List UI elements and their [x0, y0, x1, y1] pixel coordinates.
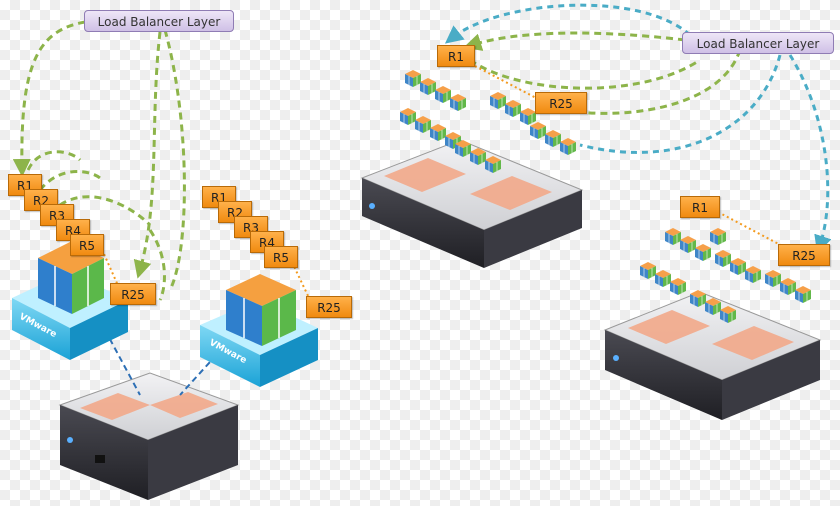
- tag-b-r5: R5: [264, 246, 298, 268]
- lb-routes-right-blue: [444, 3, 832, 254]
- dotted-links-right: [474, 65, 791, 251]
- lb-routes-right-green: [463, 31, 742, 115]
- tag-d-r1: R1: [680, 196, 720, 218]
- vmware-host-2: [200, 274, 318, 387]
- tag-c-r1: R1: [437, 45, 475, 67]
- lb-routes-left: [12, 20, 186, 301]
- tag-c-r25: R25: [535, 92, 587, 114]
- vm-link: [104, 329, 141, 396]
- dotted-links-left: [99, 244, 311, 301]
- tag-b-r25: R25: [306, 296, 352, 318]
- server-bottom-left: [58, 372, 240, 500]
- load-balancer-left: Load Balancer Layer: [84, 10, 234, 32]
- server-top-right: [360, 139, 584, 268]
- vmware-host-1: [12, 242, 128, 360]
- tag-a-r25: R25: [110, 283, 156, 305]
- tag-a-r5: R5: [70, 234, 104, 256]
- tag-d-r25: R25: [778, 244, 830, 266]
- load-balancer-right: Load Balancer Layer: [682, 32, 834, 54]
- server-bottom-right: [603, 291, 822, 420]
